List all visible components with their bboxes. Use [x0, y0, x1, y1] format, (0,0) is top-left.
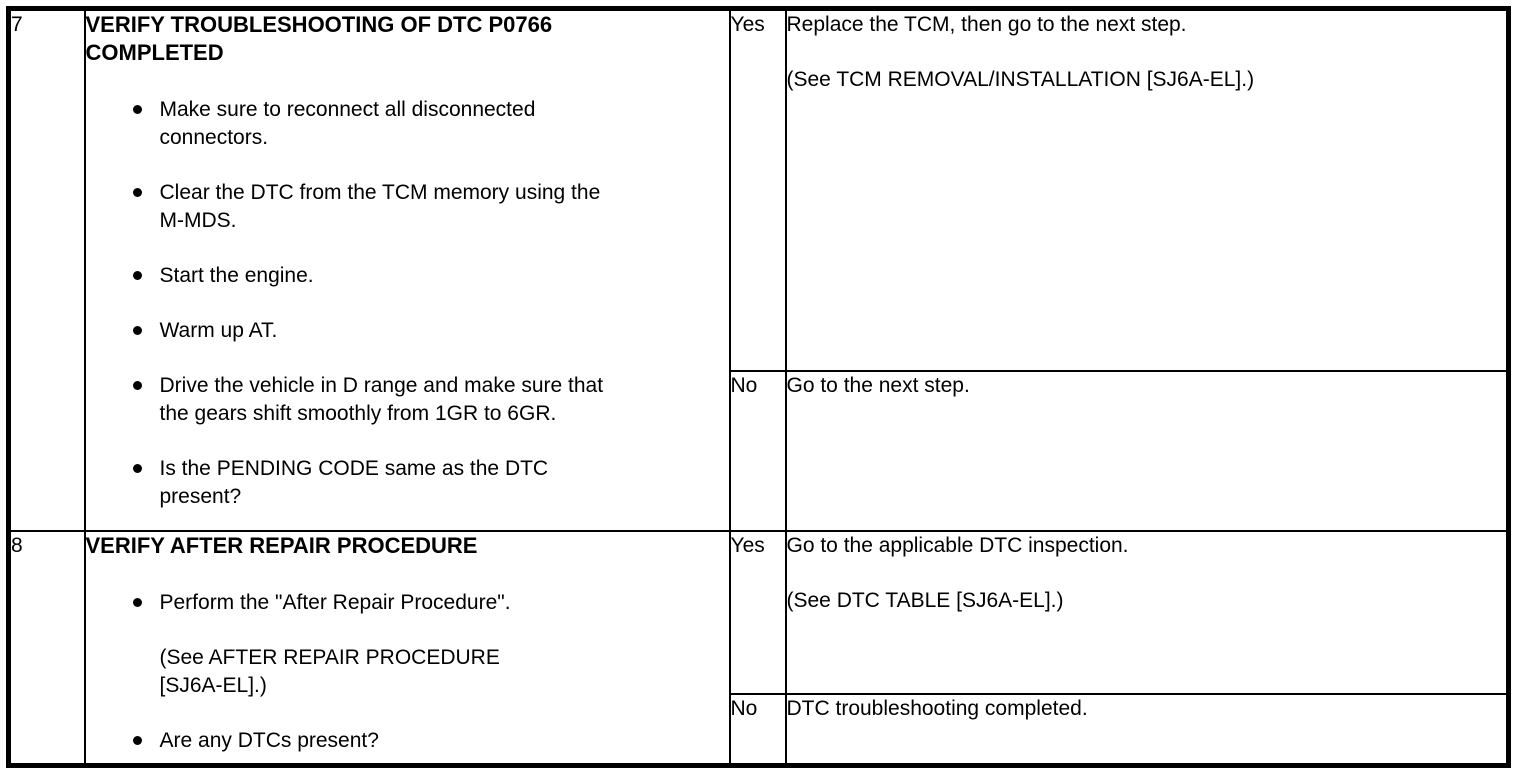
bullet-icon [132, 326, 142, 335]
inspection-step-item: Perform the "After Repair Procedure". [87, 589, 728, 617]
inspection-step-note: (See AFTER REPAIR PROCEDURE [SJ6A-EL].) [87, 644, 728, 700]
action-text: Go to the applicable DTC inspection. [786, 533, 1129, 557]
action-text: Go to the next step. [786, 373, 970, 397]
step-number: 7 [11, 13, 23, 36]
step-number: 8 [11, 533, 23, 557]
inspection-step-text: Make sure to reconnect all disconnected [159, 98, 536, 121]
inspection-title-line: VERIFY TROUBLESHOOTING OF DTC P0766 [85, 12, 553, 37]
inspection-step-item: Make sure to reconnect all disconnected … [87, 96, 728, 152]
inspection-cell: VERIFY TROUBLESHOOTING OF DTC P0766 COMP… [83, 7, 731, 532]
action-cell: DTC troubleshooting completed. [784, 692, 1510, 767]
inspection-step-text: Are any DTCs present? [159, 728, 379, 752]
result-yes-cell: Yes [728, 529, 787, 695]
action-text: DTC troubleshooting completed. [786, 696, 1088, 720]
result-label: No [730, 696, 758, 720]
inspection-step-text: Perform the "After Repair Procedure". [159, 590, 511, 614]
inspection-step-text: Start the engine. [159, 264, 314, 287]
action-cell: Go to the next step. [784, 369, 1510, 532]
bullet-icon [132, 735, 142, 745]
step-number-cell: 8 [7, 529, 86, 767]
inspection-step-text: M-MDS. [159, 209, 237, 232]
inspection-step-text: Is the PENDING CODE same as the DTC [159, 457, 549, 480]
inspection-step-text: the gears shift smoothly from 1GR to 6GR… [159, 402, 557, 425]
inspection-steps-list: Perform the "After Repair Procedure". (S… [87, 589, 728, 755]
inspection-reference-text: [SJ6A-EL].) [159, 673, 267, 697]
bullet-icon [132, 188, 142, 197]
inspection-step-text: Warm up AT. [159, 319, 278, 342]
result-no-cell: No [728, 692, 787, 767]
inspection-step-item: Is the PENDING CODE same as the DTC pres… [87, 455, 728, 511]
action-reference: (See DTC TABLE [SJ6A-EL].) [786, 588, 1064, 612]
inspection-step-item: Start the engine. [87, 262, 728, 290]
inspection-title-line: VERIFY AFTER REPAIR PROCEDURE [85, 532, 478, 558]
inspection-step-item: Warm up AT. [87, 317, 728, 345]
action-reference: (See TCM REMOVAL/INSTALLATION [SJ6A-EL].… [786, 68, 1255, 91]
action-text: Replace the TCM, then go to the next ste… [786, 13, 1187, 36]
inspection-title: VERIFY AFTER REPAIR PROCEDURE [85, 532, 728, 560]
inspection-step-text: Drive the vehicle in D range and make su… [159, 374, 604, 397]
result-label: Yes [730, 13, 765, 36]
bullet-icon [132, 464, 142, 473]
troubleshooting-table: 7 VERIFY TROUBLESHOOTING OF DTC P0766 CO… [6, 6, 1511, 768]
bullet-icon [132, 597, 142, 607]
result-label: Yes [730, 533, 765, 557]
step-number-cell: 7 [7, 7, 86, 532]
inspection-reference-text: (See AFTER REPAIR PROCEDURE [159, 645, 500, 669]
inspection-step-text: Clear the DTC from the TCM memory using … [159, 181, 601, 204]
action-cell: Go to the applicable DTC inspection. (Se… [784, 529, 1510, 695]
inspection-step-item: Drive the vehicle in D range and make su… [87, 372, 728, 428]
inspection-step-item: Are any DTCs present? [87, 727, 728, 755]
bullet-icon [132, 381, 142, 390]
inspection-step-text: present? [159, 485, 242, 508]
result-no-cell: No [728, 369, 787, 532]
result-label: No [730, 373, 758, 397]
inspection-steps-list: Make sure to reconnect all disconnected … [87, 96, 728, 511]
inspection-step-text: connectors. [159, 126, 269, 149]
inspection-title-line: COMPLETED [85, 40, 224, 65]
bullet-icon [132, 105, 142, 114]
inspection-cell: VERIFY AFTER REPAIR PROCEDURE Perform th… [83, 529, 731, 767]
inspection-step-item: Clear the DTC from the TCM memory using … [87, 179, 728, 235]
bullet-icon [132, 271, 142, 280]
action-cell: Replace the TCM, then go to the next ste… [784, 7, 1510, 372]
result-yes-cell: Yes [728, 7, 787, 372]
inspection-title: VERIFY TROUBLESHOOTING OF DTC P0766 COMP… [85, 11, 728, 67]
